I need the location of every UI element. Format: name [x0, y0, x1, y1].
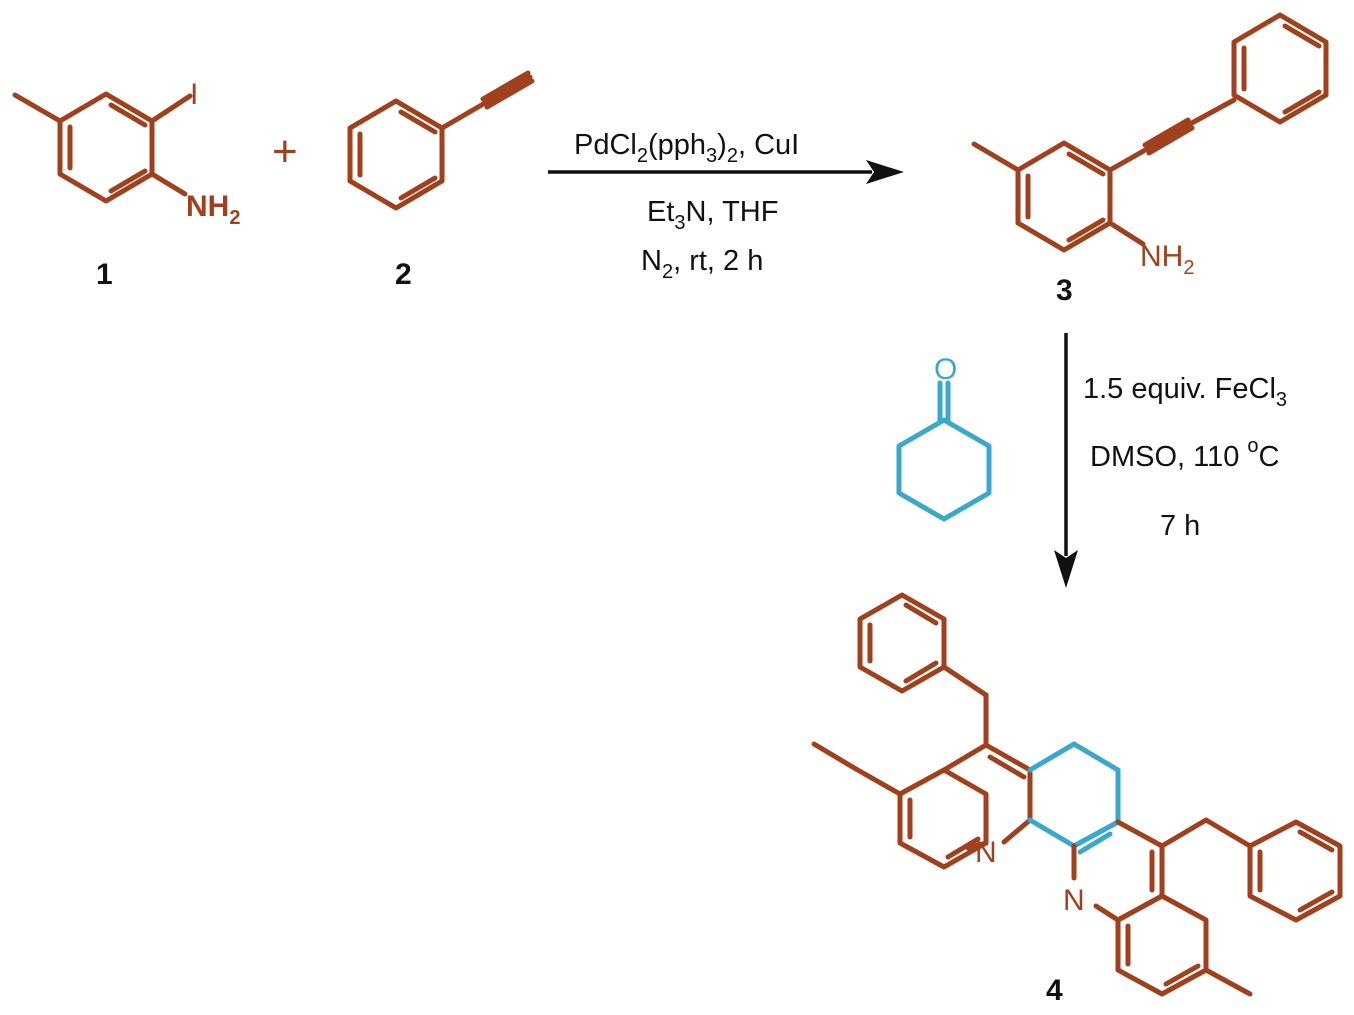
step-1-catalyst: PdCl2(pph3)2, CuI [574, 129, 799, 167]
compound-2-structure [347, 70, 535, 211]
step-2-arrow [1054, 333, 1078, 588]
step-1-base-solvent: Et3N, THF [647, 196, 778, 234]
compound-1-label: 1 [96, 258, 113, 291]
compound-1-structure: I NH2 [12, 78, 240, 229]
oxygen-label: O [934, 353, 957, 386]
compound-3-label: 3 [1056, 274, 1073, 307]
plus-sign: + [272, 127, 298, 176]
compound-2-label: 2 [395, 258, 412, 291]
step-2-solvent-temperature: DMSO, 110 oC [1090, 435, 1279, 473]
compound-3-structure: NH2 [971, 12, 1329, 279]
step-2-reagent: 1.5 equiv. FeCl3 [1083, 373, 1287, 411]
amine-label: NH2 [1140, 240, 1194, 279]
compound-4-label: 4 [1046, 974, 1063, 1007]
iodine-label: I [190, 78, 198, 111]
amine-label: NH2 [186, 190, 240, 229]
compound-4-structure: N N [811, 592, 1343, 997]
nitrogen-1-label: N [975, 836, 997, 869]
step-2-time: 7 h [1160, 510, 1200, 542]
cyclohexanone-structure: O [896, 353, 992, 522]
step-1-atmosphere-time: N2, rt, 2 h [641, 245, 763, 283]
nitrogen-2-label: N [1063, 884, 1085, 917]
step-1-arrow [548, 160, 904, 184]
